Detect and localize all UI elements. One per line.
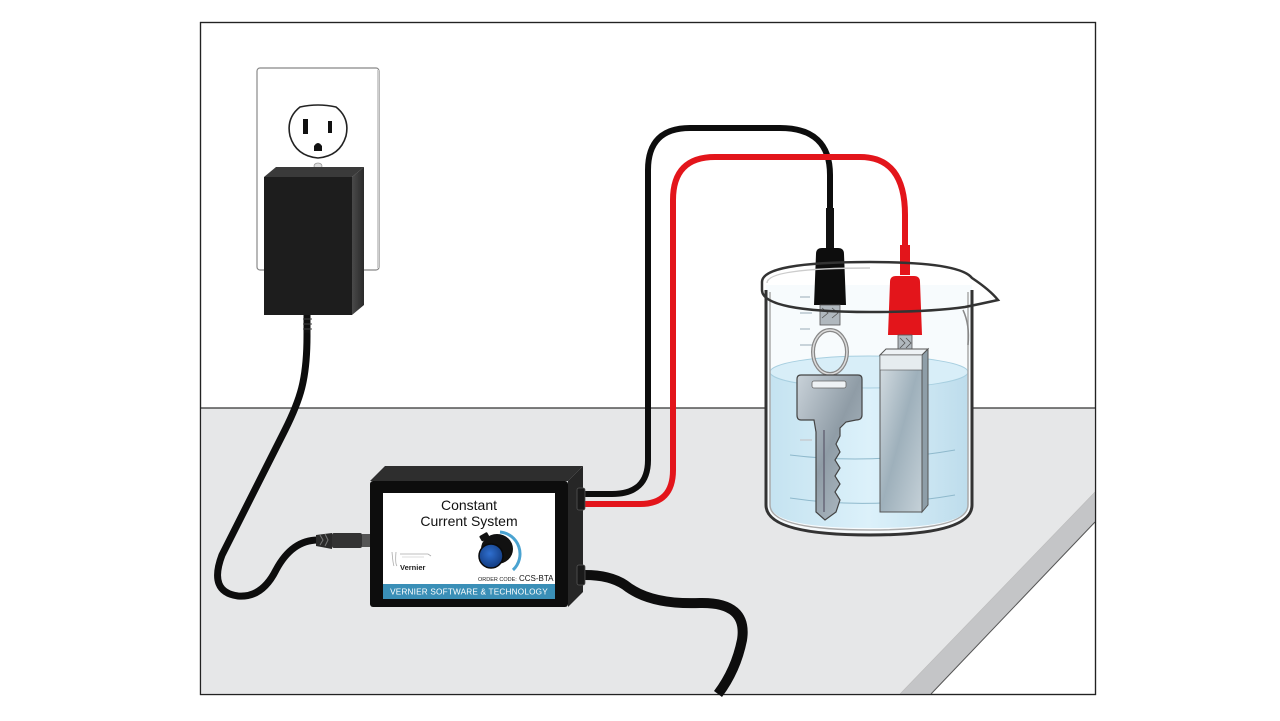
output-cable [584,570,748,697]
device-title-line1: Constant [441,497,497,513]
power-adapter [264,167,364,336]
current-knob[interactable] [478,532,513,569]
constant-current-device: Constant Current System Vernier ORDER CO… [370,466,586,607]
vernier-logo: Vernier [391,551,432,572]
order-code: CCS-BTA [519,574,554,583]
device-banner [383,584,555,599]
power-plug [316,533,370,549]
device-banner-text: VERNIER SOFTWARE & TECHNOLOGY [390,588,548,597]
key [796,374,863,521]
vernier-brand: Vernier [400,563,426,572]
black-lead [585,125,833,497]
red-lead [585,154,908,507]
dial-arc [499,530,522,572]
metal-strip-electrode [878,347,930,514]
key-ring [811,328,849,376]
beaker-glass [760,260,1001,537]
power-cord [214,332,322,600]
device-title-line2: Current System [420,513,517,529]
order-code-label: ORDER CODE: [478,577,517,583]
